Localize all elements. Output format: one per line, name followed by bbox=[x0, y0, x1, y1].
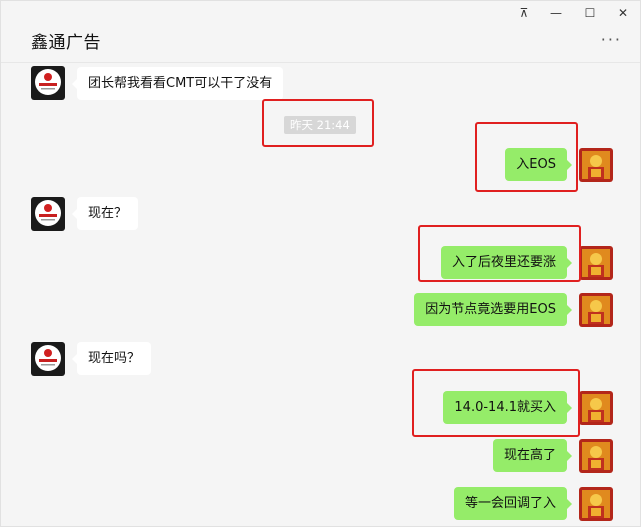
more-options-icon[interactable]: ··· bbox=[600, 30, 622, 49]
title-bar: 鑫通广告 ⊼ — ☐ ✕ ··· bbox=[1, 1, 640, 63]
message-bubble-outgoing[interactable]: 现在高了 bbox=[492, 439, 573, 472]
message-list[interactable]: 团长帮我看看CMT可以干了没有 昨天 21:44 入EOS 现在？ 入了后夜里还… bbox=[1, 64, 640, 526]
my-avatar[interactable] bbox=[579, 391, 613, 425]
minimize-icon[interactable]: — bbox=[550, 6, 562, 20]
chat-title: 鑫通广告 bbox=[31, 33, 101, 53]
message-timestamp: 昨天 21:44 bbox=[284, 116, 356, 134]
contact-avatar[interactable] bbox=[31, 342, 65, 376]
message-bubble-outgoing[interactable]: 等一会回调了入 bbox=[453, 487, 573, 520]
my-avatar[interactable] bbox=[579, 148, 613, 182]
close-icon[interactable]: ✕ bbox=[617, 6, 629, 20]
my-avatar[interactable] bbox=[579, 439, 613, 473]
message-bubble-outgoing[interactable]: 14.0-14.1就买入 bbox=[443, 391, 572, 424]
my-avatar[interactable] bbox=[579, 246, 613, 280]
message-bubble-outgoing[interactable]: 因为节点竟选要用EOS bbox=[414, 293, 572, 326]
maximize-icon[interactable]: ☐ bbox=[584, 6, 596, 20]
contact-avatar[interactable] bbox=[31, 66, 65, 100]
message-bubble-outgoing[interactable]: 入EOS bbox=[505, 148, 572, 181]
message-bubble-incoming[interactable]: 现在吗？ bbox=[71, 342, 152, 375]
message-bubble-incoming[interactable]: 现在？ bbox=[71, 197, 139, 230]
contact-avatar[interactable] bbox=[31, 197, 65, 231]
message-bubble-incoming[interactable]: 团长帮我看看CMT可以干了没有 bbox=[71, 67, 284, 100]
message-bubble-outgoing[interactable]: 入了后夜里还要涨 bbox=[440, 246, 573, 279]
pin-icon[interactable]: ⊼ bbox=[519, 6, 529, 20]
my-avatar[interactable] bbox=[579, 293, 613, 327]
my-avatar[interactable] bbox=[579, 487, 613, 521]
